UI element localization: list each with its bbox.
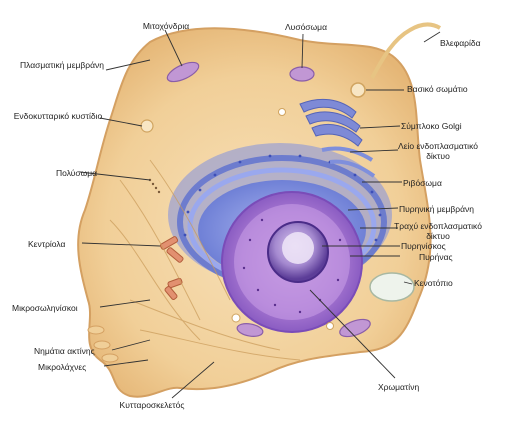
endocytic-vesicle-shape	[141, 120, 153, 132]
label-plasma-membrane: Πλασματική μεμβράνη	[19, 60, 105, 70]
nucleolus-core	[282, 232, 314, 264]
label-centrioles: Κεντρίολα	[28, 239, 65, 249]
label-actin-filaments: Νημάτια ακτίνης	[34, 346, 95, 356]
vacuole-shape	[370, 273, 414, 301]
label-cytoskeleton: Κυτταροσκελετός	[120, 400, 185, 410]
label-mitochondria: Μιτοχόνδρια	[143, 21, 189, 31]
label-polysome: Πολύσωμα	[56, 168, 97, 178]
label-basal-body: Βασικό σωμάτιο	[407, 84, 468, 94]
label-lysosome: Λυσόσωμα	[285, 22, 327, 32]
vesicle-small-1	[279, 109, 286, 116]
label-ribosomes: Ριβόσωμα	[403, 178, 442, 188]
label-chromatin: Χρωματίνη	[378, 382, 419, 392]
label-nucleus: Πυρήνας	[419, 252, 453, 262]
label-vacuole: Κενοτόπιο	[414, 278, 453, 288]
basal-body-shape	[351, 83, 365, 97]
label-nuclear-envelope: Πυρηνική μεμβράνη	[399, 204, 474, 214]
label-microtubules: Μικροσωληνίσκοι	[12, 303, 78, 313]
label-endocytic-vesicle: Ενδοκυτταρικό κυστίδιο	[10, 111, 106, 121]
label-flagellum: Βλεφαρίδα	[440, 38, 481, 48]
label-nucleolus: Πυρηνίσκος	[401, 241, 446, 251]
vesicle-small-2	[232, 314, 240, 322]
label-microvilli: Μικρολάχνες	[38, 362, 86, 372]
label-golgi: Σύμπλοκο Golgi	[401, 121, 462, 131]
vesicle-small-3	[327, 323, 334, 330]
label-smooth-er: Λείο ενδοπλασματικό δίκτυο	[388, 141, 488, 161]
label-rough-er: Τραχύ ενδοπλασματικό δίκτυο	[388, 221, 488, 241]
